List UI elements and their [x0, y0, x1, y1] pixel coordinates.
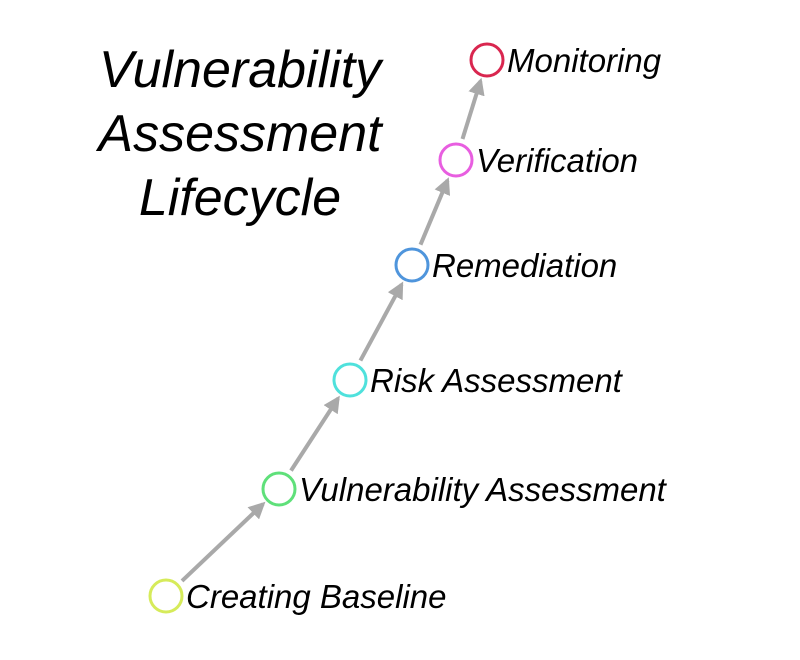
arrow-up-right-icon	[289, 395, 340, 472]
circle-outline-icon	[394, 247, 430, 283]
arrow-up-right-icon	[358, 281, 404, 362]
step-label: Vulnerability Assessment	[299, 471, 668, 508]
lifecycle-step: Vulnerability Assessment	[261, 471, 668, 508]
step-label: Risk Assessment	[370, 362, 624, 399]
arrow-up-right-icon	[180, 501, 266, 583]
circle-outline-icon	[438, 142, 474, 178]
arrow-up-right-icon	[460, 77, 485, 140]
lifecycle-step: Risk Assessment	[332, 362, 624, 399]
title-line-1: Vulnerability	[98, 41, 382, 99]
lifecycle-step: Creating Baseline	[148, 578, 447, 615]
circle-outline-icon	[261, 471, 297, 507]
circle-outline-icon	[148, 578, 184, 614]
circle-outline-icon	[332, 362, 368, 398]
lifecycle-step: Monitoring	[469, 42, 662, 79]
title-line-3: Lifecycle	[138, 169, 342, 227]
step-label: Monitoring	[507, 42, 662, 79]
step-label: Creating Baseline	[186, 578, 447, 615]
diagram-title: Vulnerability Assessment Lifecycle	[20, 38, 460, 230]
arrow-up-right-icon	[418, 177, 451, 246]
step-label: Verification	[476, 142, 638, 179]
step-label: Remediation	[432, 247, 617, 284]
circle-outline-icon	[469, 42, 505, 78]
lifecycle-step: Remediation	[394, 247, 617, 284]
lifecycle-step: Verification	[438, 142, 638, 179]
title-line-2: Assessment	[98, 105, 382, 163]
